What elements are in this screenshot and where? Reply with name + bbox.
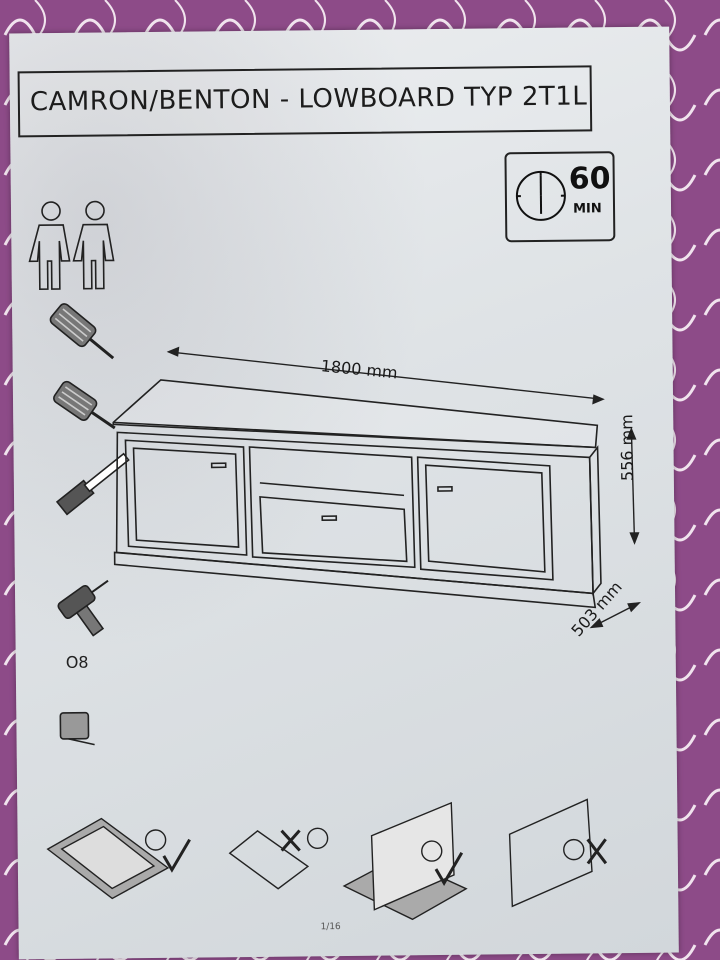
protective-surface-ok [46, 817, 191, 900]
flat-screwdriver-icon [53, 380, 116, 430]
width-dimension-arrow [166, 346, 605, 405]
tape-measure-icon [59, 711, 95, 746]
drill-icon [57, 579, 109, 637]
lowboard-drawing [112, 379, 602, 609]
assembly-on-floor-not-ok [508, 798, 608, 908]
assembly-time-box: 60 MIN [504, 151, 616, 243]
clock-icon [515, 170, 566, 221]
height-dimension: 556 mm [617, 414, 637, 482]
page-number: 1/16 [320, 922, 341, 933]
assembly-artwork [28, 200, 642, 921]
hard-surface-not-ok [228, 827, 329, 890]
instruction-sheet: CAMRON/BENTON - LOWBOARD TYP 2T1L 60 MIN [9, 26, 679, 960]
depth-dimension-arrow [589, 602, 642, 629]
drill-size: O8 [65, 652, 89, 672]
phillips-screwdriver-icon [49, 303, 115, 360]
hammer-icon [55, 452, 130, 516]
height-dimension-arrow [626, 427, 640, 545]
two-person-icon [28, 200, 115, 290]
assembly-on-blanket-ok [342, 801, 468, 921]
